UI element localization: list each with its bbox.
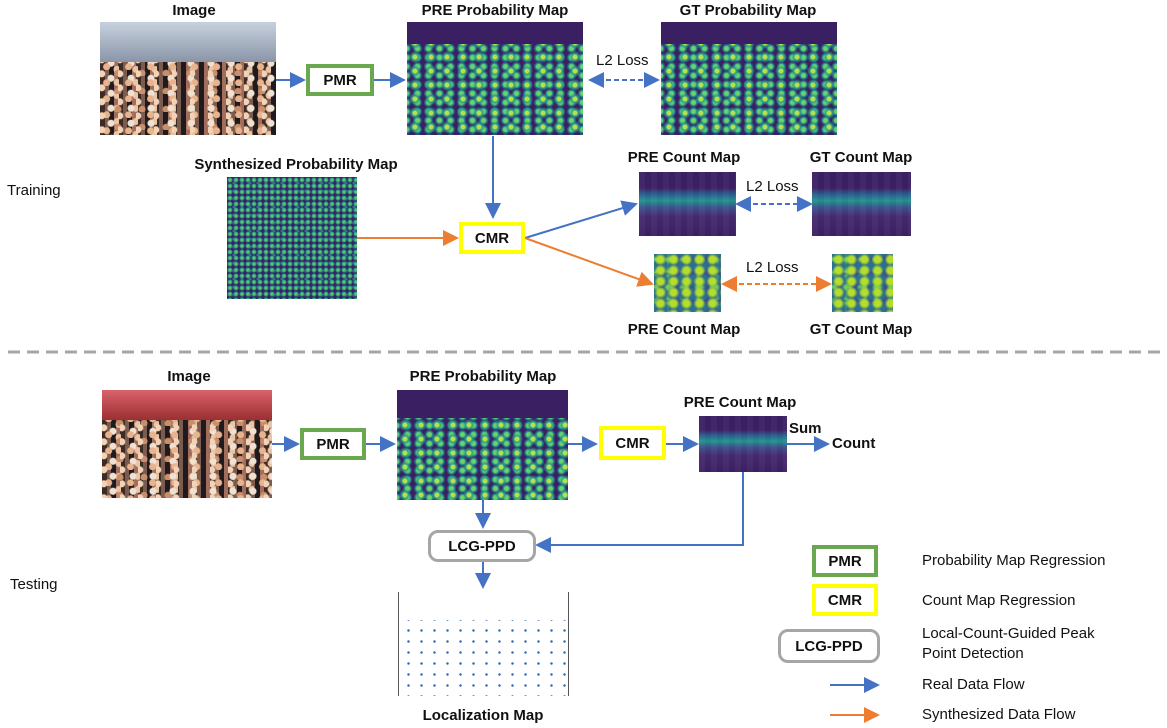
synth-prob-label: Synthesized Probability Map bbox=[194, 156, 398, 173]
l2-loss-top: L2 Loss bbox=[596, 52, 649, 69]
arrow-cmr-to-precount bbox=[524, 200, 638, 239]
train-precount-label-bottom: PRE Count Map bbox=[627, 321, 741, 338]
test-image-gate bbox=[102, 390, 272, 420]
localization-map bbox=[398, 592, 569, 696]
train-gtcount-label: GT Count Map bbox=[809, 149, 913, 166]
test-cmr-box: CMR bbox=[599, 426, 666, 460]
arrow-cmr-to-synthcount bbox=[524, 237, 654, 287]
section-label-training: Training bbox=[7, 182, 61, 199]
train-gtprob-map bbox=[661, 22, 837, 135]
train-image-stage bbox=[100, 22, 276, 62]
localization-empty-top bbox=[399, 592, 568, 620]
legend-lcg-text-1: Local-Count-Guided Peak bbox=[922, 625, 1095, 642]
train-gtprob-label: GT Probability Map bbox=[679, 2, 817, 19]
train-preprob-top bbox=[407, 22, 583, 44]
legend-cmr-text: Count Map Regression bbox=[922, 592, 1076, 609]
train-preprob-label: PRE Probability Map bbox=[421, 2, 569, 19]
train-gtcount-map bbox=[812, 172, 911, 236]
train-crowd-image bbox=[100, 22, 276, 135]
test-preprob-label: PRE Probability Map bbox=[409, 368, 557, 385]
localization-label: Localization Map bbox=[422, 707, 544, 724]
train-gtprob-top bbox=[661, 22, 837, 44]
train-gtcount-label-bottom: GT Count Map bbox=[809, 321, 913, 338]
count-label: Count bbox=[832, 435, 876, 452]
legend-real-flow: Real Data Flow bbox=[922, 676, 1025, 693]
test-crowd-image bbox=[102, 390, 272, 498]
test-lcg-box: LCG-PPD bbox=[428, 530, 536, 562]
train-synth-precount-map bbox=[654, 254, 721, 312]
legend-lcg-text-2: Point Detection bbox=[922, 645, 1024, 662]
arrow-count-to-lcg bbox=[535, 472, 744, 553]
test-image-label: Image bbox=[167, 368, 211, 385]
train-pmr-box: PMR bbox=[306, 64, 374, 96]
test-pmr-box: PMR bbox=[300, 428, 366, 460]
test-preprob-top bbox=[397, 390, 568, 418]
l2-loss-bottom: L2 Loss bbox=[746, 259, 799, 276]
section-label-testing: Testing bbox=[10, 576, 58, 593]
legend-pmr-text: Probability Map Regression bbox=[922, 552, 1106, 569]
test-preprob-map bbox=[397, 390, 568, 500]
train-precount-label: PRE Count Map bbox=[627, 149, 741, 166]
train-precount-map bbox=[639, 172, 736, 236]
test-precount-map bbox=[699, 416, 787, 472]
train-image-label: Image bbox=[172, 2, 216, 19]
legend-synth-flow: Synthesized Data Flow bbox=[922, 706, 1076, 723]
legend-pmr-box: PMR bbox=[812, 545, 878, 577]
l2-loss-mid: L2 Loss bbox=[746, 178, 799, 195]
legend-cmr-box: CMR bbox=[812, 584, 878, 616]
train-cmr-box: CMR bbox=[459, 222, 525, 254]
train-preprob-map bbox=[407, 22, 583, 135]
train-synth-gtcount-map bbox=[832, 254, 893, 312]
synth-prob-map bbox=[227, 177, 357, 299]
test-precount-label: PRE Count Map bbox=[683, 394, 797, 411]
sum-label: Sum bbox=[789, 420, 822, 437]
legend-lcg-box: LCG-PPD bbox=[778, 629, 880, 663]
